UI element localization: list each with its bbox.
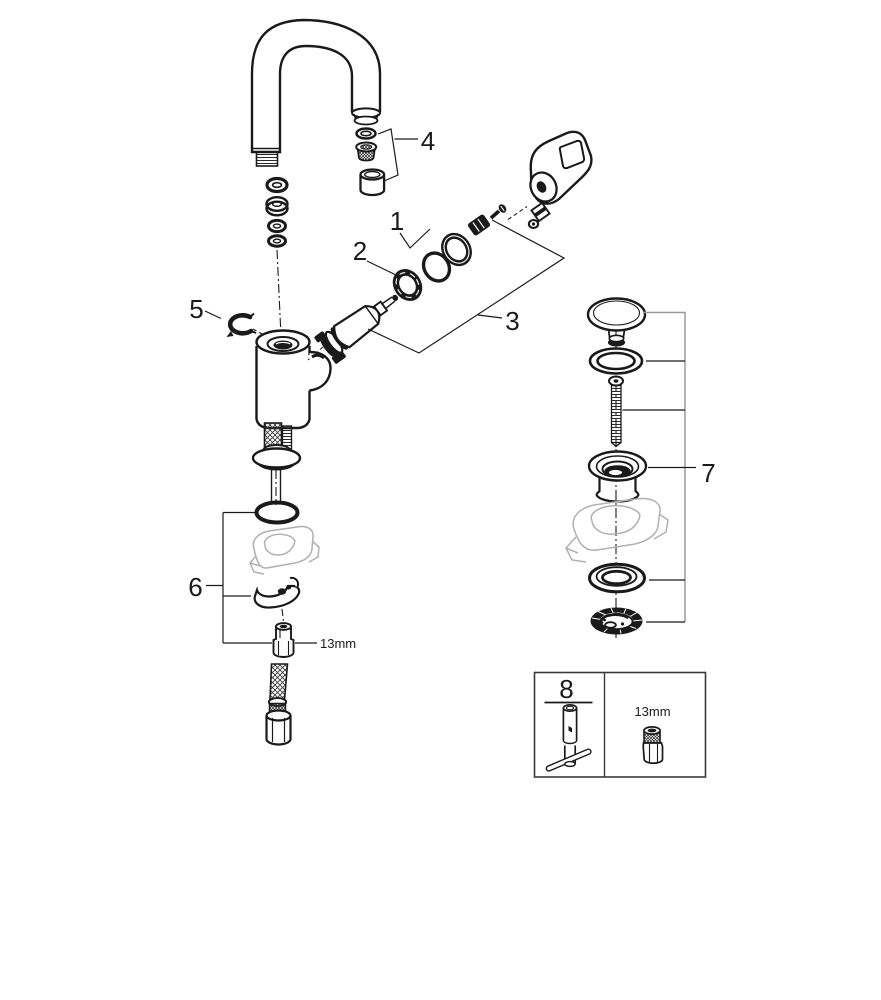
spout <box>250 18 382 167</box>
aerator-group <box>355 127 418 197</box>
callout-3-bracket <box>367 219 566 354</box>
callout-2-label: 2 <box>353 236 367 266</box>
callout-8-label: 8 <box>559 674 573 704</box>
drain-screw <box>608 375 624 448</box>
mounting-oring <box>254 500 300 525</box>
callout-3-label: 3 <box>505 306 519 336</box>
callout-7-ticks <box>622 360 685 623</box>
callout-6-bracket <box>206 511 272 644</box>
aerator-insert <box>355 141 378 162</box>
spout-seal-rings <box>265 176 289 248</box>
callout-6-label: 6 <box>188 572 202 602</box>
handle-adapter <box>530 201 551 223</box>
drain-oring <box>588 347 644 375</box>
drain-locknut <box>590 607 643 635</box>
dome-cap-ring <box>441 232 472 267</box>
spout-thread <box>255 151 279 167</box>
retaining-clip <box>226 312 257 337</box>
callout-4-bracket <box>377 128 399 182</box>
callout-2-line <box>366 260 397 276</box>
stud-size-label: 13mm <box>320 636 356 651</box>
callout-5-label: 5 <box>189 294 203 324</box>
lever-handle <box>527 130 593 230</box>
tool-box: 8 13mm <box>533 671 707 778</box>
callout-5-line <box>204 310 222 320</box>
drain-flange <box>587 450 648 503</box>
callout-7-label: 7 <box>701 458 715 488</box>
supply-hose <box>265 663 292 746</box>
cartridge <box>314 294 399 364</box>
socket-13mm <box>642 726 664 765</box>
aerator-housing <box>359 168 386 197</box>
callout-1-label: 1 <box>390 206 404 236</box>
handle-window <box>558 139 586 170</box>
cartridge-oring <box>421 251 452 283</box>
cartridge-port <box>309 350 332 392</box>
handle-screw <box>489 204 507 220</box>
cartridge-adapter <box>467 214 491 236</box>
drain-cap <box>586 297 647 347</box>
sink-cutaway-left <box>249 525 320 575</box>
base-flange <box>251 444 302 471</box>
callout-1-line <box>399 228 431 249</box>
tool-socket-size-label: 13mm <box>634 704 670 719</box>
aerator-washer <box>355 127 377 140</box>
mounting-tool <box>545 703 592 772</box>
mounting-clamp <box>253 576 301 609</box>
callout-4-label: 4 <box>421 126 435 156</box>
faucet-body <box>251 329 332 503</box>
callout-3-line <box>477 314 503 319</box>
mounting-stud <box>272 622 295 658</box>
sink-cutaway-right <box>565 497 669 563</box>
drain-washer <box>588 562 646 594</box>
slotted-ring <box>392 269 423 301</box>
callout-lines <box>204 219 696 644</box>
callout-7-bracket <box>643 311 686 622</box>
